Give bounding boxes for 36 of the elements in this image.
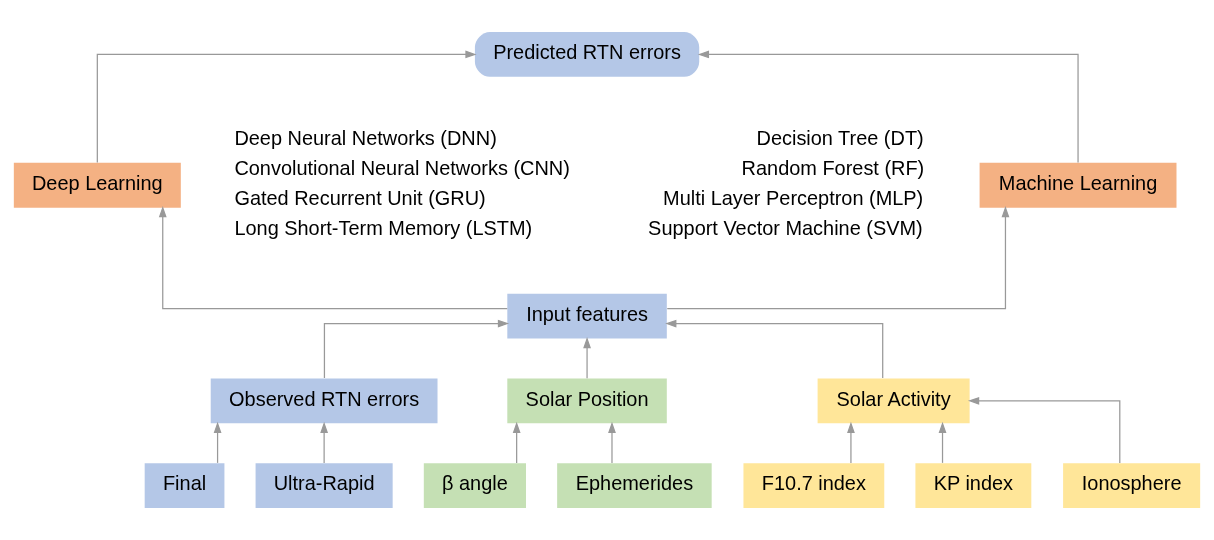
arrow <box>847 421 855 464</box>
arrow <box>323 319 510 379</box>
node-box: Ultra-Rapid <box>255 463 393 508</box>
node-label: Deep Neural Networks (DNN) <box>234 127 497 150</box>
node-box: Observed RTN errors <box>210 378 438 424</box>
node-box: Solar Activity <box>817 378 970 424</box>
arrow <box>938 421 947 464</box>
arrow <box>666 206 1010 310</box>
node-box: KP index <box>915 463 1032 508</box>
node-box: Machine Learning <box>979 162 1177 208</box>
arrow <box>213 421 222 464</box>
arrow <box>96 50 477 164</box>
node-label: Long Short-Term Memory (LSTM) <box>234 216 533 239</box>
node-box: Input features <box>507 293 667 339</box>
arrow <box>665 319 884 379</box>
node-box: Ephemerides <box>557 463 712 508</box>
node-label: Gated Recurrent Unit (GRU) <box>234 186 486 209</box>
node-label: Convolutional Neural Networks (CNN) <box>234 157 570 180</box>
node-label: Decision Tree (DT) <box>756 127 924 150</box>
node-box: Deep Learning <box>13 162 181 208</box>
node-box: Ionosphere <box>1063 463 1201 508</box>
node-box: β angle <box>423 463 526 508</box>
node-box: Predicted RTN errors <box>474 32 700 77</box>
node-label: Multi Layer Perceptron (MLP) <box>663 186 924 209</box>
node-box: F10.7 index <box>743 463 885 508</box>
arrow <box>583 336 591 379</box>
arrow <box>967 396 1121 464</box>
node-box: Solar Position <box>507 378 667 424</box>
arrow <box>697 50 1079 164</box>
node-label: Support Vector Machine (SVM) <box>648 216 923 239</box>
node-label: Random Forest (RF) <box>741 157 925 180</box>
node-box: Final <box>144 463 225 508</box>
arrow <box>608 421 616 464</box>
arrow <box>320 421 329 464</box>
arrow <box>512 421 521 464</box>
arrow <box>158 206 508 310</box>
